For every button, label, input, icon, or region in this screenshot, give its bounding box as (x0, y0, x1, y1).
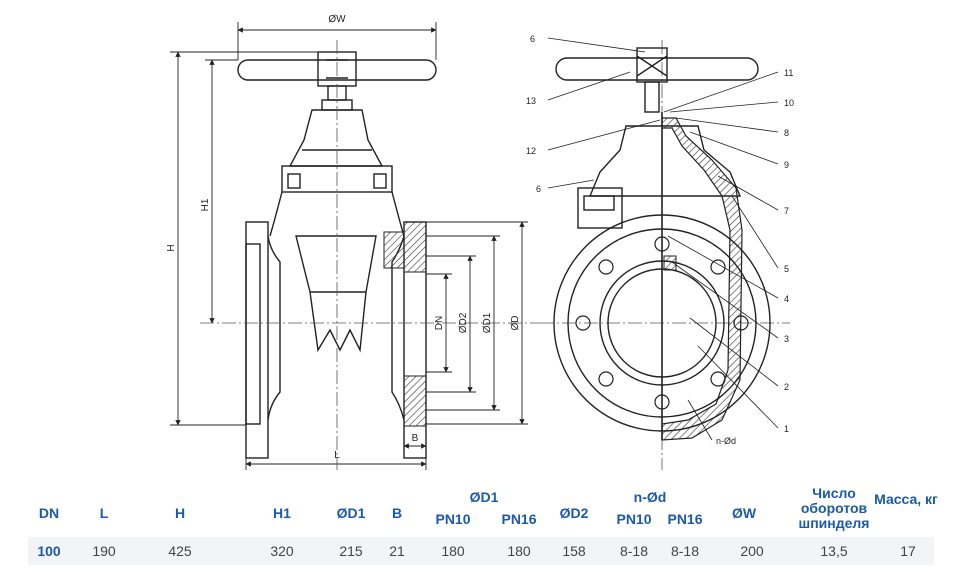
cell-l: 190 (92, 543, 116, 559)
callout-2: 2 (784, 382, 789, 392)
cell-nd-pn16: 8-18 (670, 543, 700, 559)
dim-d1-label: ØD1 (482, 312, 493, 333)
col-turns-header-2: оборотов (800, 500, 868, 516)
callout-leaders (547, 37, 779, 441)
section-hatch (661, 117, 743, 441)
dim-l-label: L (334, 450, 340, 461)
col-d1-pn-group-header: ØD1 (469, 489, 499, 505)
callout-labels: 6 13 12 6 11 10 8 9 7 5 4 3 2 1 n-Ød (526, 34, 794, 446)
dimension-labels: ØW H H1 DN ØD2 ØD1 ØD L B (166, 14, 521, 461)
cell-nd-pn10: 8-18 (619, 543, 649, 559)
callout-8: 8 (784, 128, 789, 138)
col-d1-pn10-header: PN10 (435, 511, 471, 527)
callout-6-side: 6 (536, 184, 541, 194)
callout-13: 13 (526, 96, 536, 106)
col-nd-group-header: n-Ød (633, 489, 667, 505)
dim-h-label: H (166, 244, 177, 251)
col-h-header: H (174, 505, 186, 521)
dim-w-label: ØW (328, 14, 346, 25)
cell-d2: 158 (562, 543, 586, 559)
cell-dn: 100 (37, 543, 61, 559)
col-dn-header: DN (38, 505, 60, 521)
dim-dn-label: DN (434, 316, 445, 330)
cell-mass: 17 (900, 543, 916, 559)
dim-nd-label: n-Ød (716, 436, 736, 446)
callout-1: 1 (784, 424, 789, 434)
col-h1-header: H1 (273, 505, 291, 521)
col-turns-header-1: Число (812, 485, 856, 501)
cell-w: 200 (740, 543, 764, 559)
cell-d1-pn16: 180 (507, 543, 531, 559)
cell-b: 21 (389, 543, 405, 559)
table-row: 100 190 425 320 215 21 180 180 158 8-18 … (28, 537, 934, 565)
callout-3: 3 (784, 334, 789, 344)
callout-4: 4 (784, 294, 789, 304)
cell-d1-pn10: 180 (441, 543, 465, 559)
valve-drawing: ØW H H1 DN ØD2 ØD1 ØD L B (166, 14, 794, 470)
bolt-holes (575, 236, 749, 410)
col-d1-pn16-header: PN16 (501, 511, 537, 527)
callout-6-top: 6 (530, 34, 535, 44)
cell-h1: 320 (270, 543, 294, 559)
callout-10: 10 (784, 98, 794, 108)
callout-12: 12 (526, 146, 536, 156)
col-turns-header-3: шпинделя (798, 515, 870, 531)
col-l-header: L (99, 505, 109, 521)
dim-h1-label: H1 (200, 198, 211, 211)
callout-11: 11 (784, 68, 793, 78)
dim-b-label: B (412, 433, 419, 444)
spec-table-header: DN L H H1 ØD1 B ØD1 PN10 PN16 ØD2 n-Ød P… (0, 484, 967, 534)
col-d1-header: ØD1 (336, 505, 366, 521)
col-nd-pn10-header: PN10 (616, 511, 652, 527)
callout-9: 9 (784, 160, 789, 170)
callout-5: 5 (784, 264, 789, 274)
cell-turns: 13,5 (820, 543, 848, 559)
col-mass-header: Масса, кг (874, 491, 938, 507)
col-w-header: ØW (731, 505, 757, 521)
cell-h: 425 (168, 543, 192, 559)
col-d2-header: ØD2 (559, 505, 589, 521)
callout-7: 7 (784, 206, 789, 216)
dim-d2-label: ØD2 (458, 312, 469, 333)
col-nd-pn16-header: PN16 (667, 511, 703, 527)
col-b-header: B (391, 505, 403, 521)
dimension-lines (170, 22, 528, 470)
cell-d1: 215 (339, 543, 363, 559)
dim-d-label: ØD (510, 316, 521, 331)
